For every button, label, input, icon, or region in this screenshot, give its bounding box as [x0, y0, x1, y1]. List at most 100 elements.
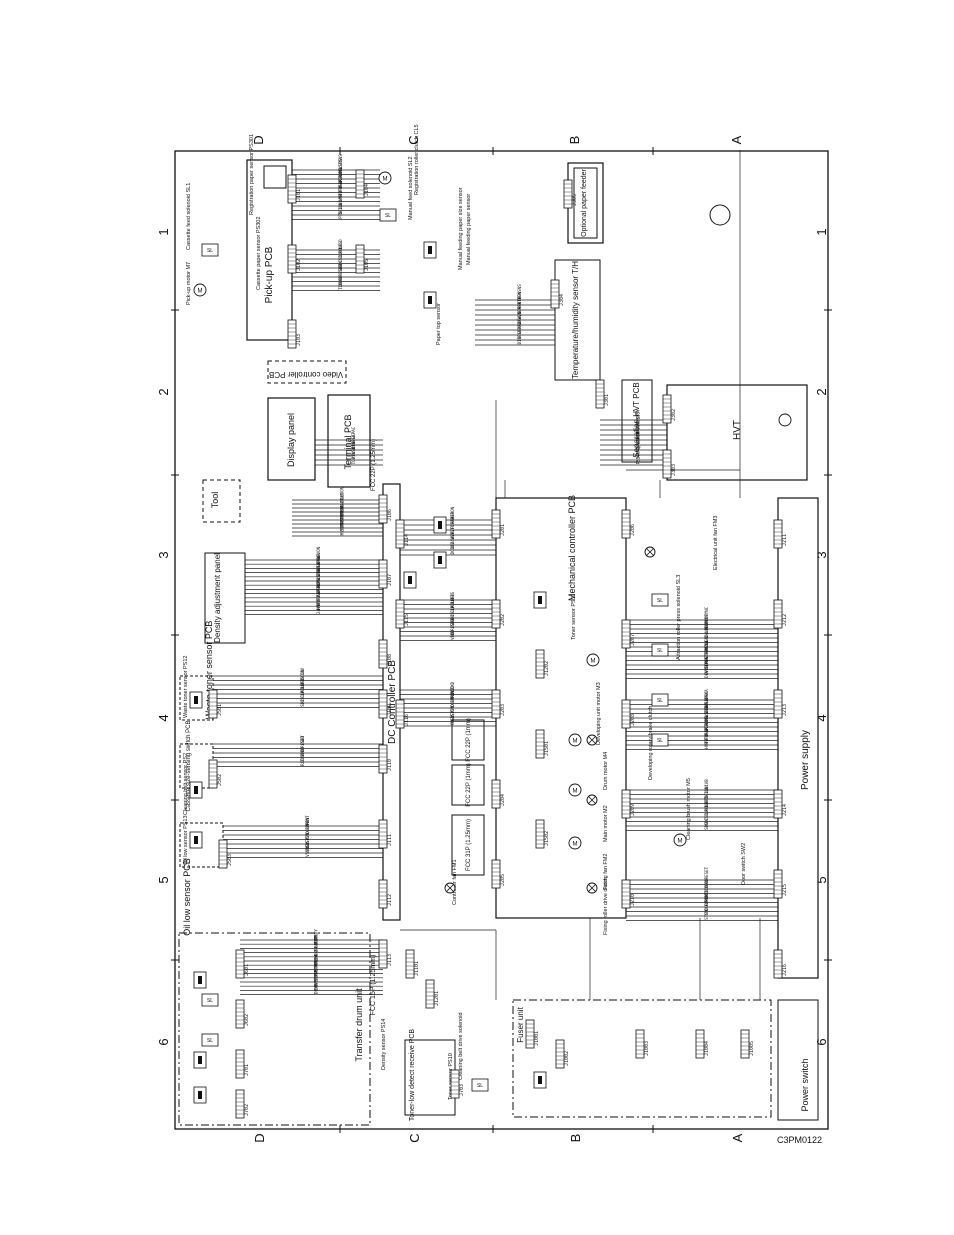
connector: J206: [621, 509, 636, 539]
connector-housing: [218, 839, 228, 869]
connector: J216: [773, 949, 788, 979]
connector: J502: [208, 759, 223, 789]
connector: J304: [550, 279, 565, 309]
component-label: Cassette paper sensor PS302: [256, 217, 262, 290]
connector: J204: [491, 779, 506, 809]
connector-label: J211: [782, 534, 788, 546]
signal-label: HVT1: [316, 595, 321, 606]
signal-label: VSYNC: [704, 606, 709, 619]
component-label: Developing rotary brake clutch: [648, 706, 654, 780]
signal-label: HVTON: [517, 306, 522, 319]
connector-label: J104: [364, 184, 370, 196]
connector: J1201: [425, 979, 440, 1009]
signal-label: FUSER: [450, 516, 455, 529]
motor-letter: M: [573, 842, 578, 848]
signal-label: PRDY: [314, 929, 319, 940]
connector-housing: [395, 519, 405, 549]
connector-label: J204: [500, 794, 506, 806]
signal-label: PCLK: [338, 243, 343, 254]
zone-letters-top: D C B A: [251, 135, 744, 144]
connector-label: J115: [404, 614, 410, 626]
solenoid-symbol: SL: [651, 733, 669, 747]
connector-housing: [535, 819, 545, 849]
sensor-symbol: [189, 691, 203, 709]
connector-label: J203: [500, 704, 506, 716]
connector: J202: [491, 599, 506, 629]
connector-label: J114: [404, 534, 410, 546]
connector: J106: [378, 494, 393, 524]
solenoid-symbol: SL: [471, 1078, 489, 1092]
signal-label: LEDON: [340, 486, 345, 499]
connector-housing: [695, 1029, 705, 1059]
connector-label: J1502: [544, 831, 550, 846]
connector-housing: [740, 1029, 750, 1059]
component-label: Cassette feed solenoid SL1: [186, 183, 192, 250]
signal-label: CLK: [704, 808, 709, 816]
tool-board: [202, 479, 241, 523]
signal-label: PS14: [314, 954, 319, 965]
signal-label: STS: [305, 835, 310, 843]
signal-label: SDO: [300, 735, 305, 743]
component-label: Door switch SW2: [741, 843, 747, 885]
oil-low-label: Oil low sensor PCB: [182, 858, 192, 936]
signal-label: LEDON: [704, 620, 709, 633]
dc-controller-label: DC Controller PCB: [387, 660, 398, 744]
zone-number: 1: [156, 228, 171, 235]
hvt-output-circle: [709, 204, 731, 226]
connector-housing: [235, 999, 245, 1029]
signal-label: 5V: [340, 506, 345, 512]
component-label: Manual feed solenoid SL2: [408, 156, 414, 220]
zone-number: 2: [814, 388, 829, 395]
sensor-symbol: [433, 516, 447, 534]
connector-housing: [378, 939, 388, 969]
zone-letter: C: [407, 1133, 422, 1142]
solenoid-symbol: SL: [379, 208, 397, 222]
signal-label: BD: [704, 878, 709, 884]
signal-label: PS14: [636, 454, 641, 465]
connector-housing: [405, 949, 415, 979]
fan-cross: [446, 884, 454, 892]
connector-label: J112: [387, 894, 393, 906]
sensor-slot: [198, 1091, 202, 1099]
terminal-label: Terminal PCB: [343, 414, 353, 469]
connector-label: J215: [782, 884, 788, 896]
connector-label: J101: [296, 189, 302, 201]
zone-number: 5: [156, 876, 171, 883]
signal-label: RXD: [300, 758, 305, 766]
signal-label: ATTEN: [517, 291, 522, 304]
signal-label: RXD: [704, 889, 709, 897]
connector-housing: [235, 949, 245, 979]
connector-label: J602: [244, 1014, 250, 1026]
signal-label: TOPS: [338, 168, 343, 179]
zone-number: 5: [814, 876, 829, 883]
connector-label: J212: [782, 614, 788, 626]
connector-housing: [355, 244, 365, 274]
connector: J602: [235, 999, 250, 1029]
connector-label: J209: [630, 804, 636, 816]
signal-label: WSTSNS: [351, 439, 356, 455]
component-label: Pick-up motor M7: [186, 262, 192, 305]
signal-label: RDY: [704, 620, 709, 628]
motor-letter: M: [573, 739, 578, 745]
zone-number: 6: [156, 1038, 171, 1045]
signal-label: PRNT: [305, 815, 310, 826]
sensor-symbol: [533, 591, 547, 609]
connector: J108: [378, 639, 393, 669]
connector: J104: [355, 169, 370, 199]
signal-label: VDO: [704, 880, 709, 888]
signal-label: CMD: [305, 831, 310, 839]
zone-numbers-right: 1 2 3 4 5 6: [814, 228, 829, 1045]
connector: J501: [208, 689, 223, 719]
wiring: [213, 150, 778, 1000]
connector: J209: [621, 789, 636, 819]
connector-housing: [773, 869, 783, 899]
connector-housing: [555, 1039, 565, 1069]
connector-label: J214: [782, 804, 788, 816]
signal-label: HVT2: [450, 529, 455, 540]
signal-label: GND: [340, 499, 345, 507]
connector-label: J103: [296, 334, 302, 346]
signal-label: HVT2: [338, 190, 343, 201]
component-label: Waste toner sensor PS12: [183, 656, 189, 718]
connector: J103: [287, 319, 302, 349]
motor-letter: M: [678, 839, 683, 845]
